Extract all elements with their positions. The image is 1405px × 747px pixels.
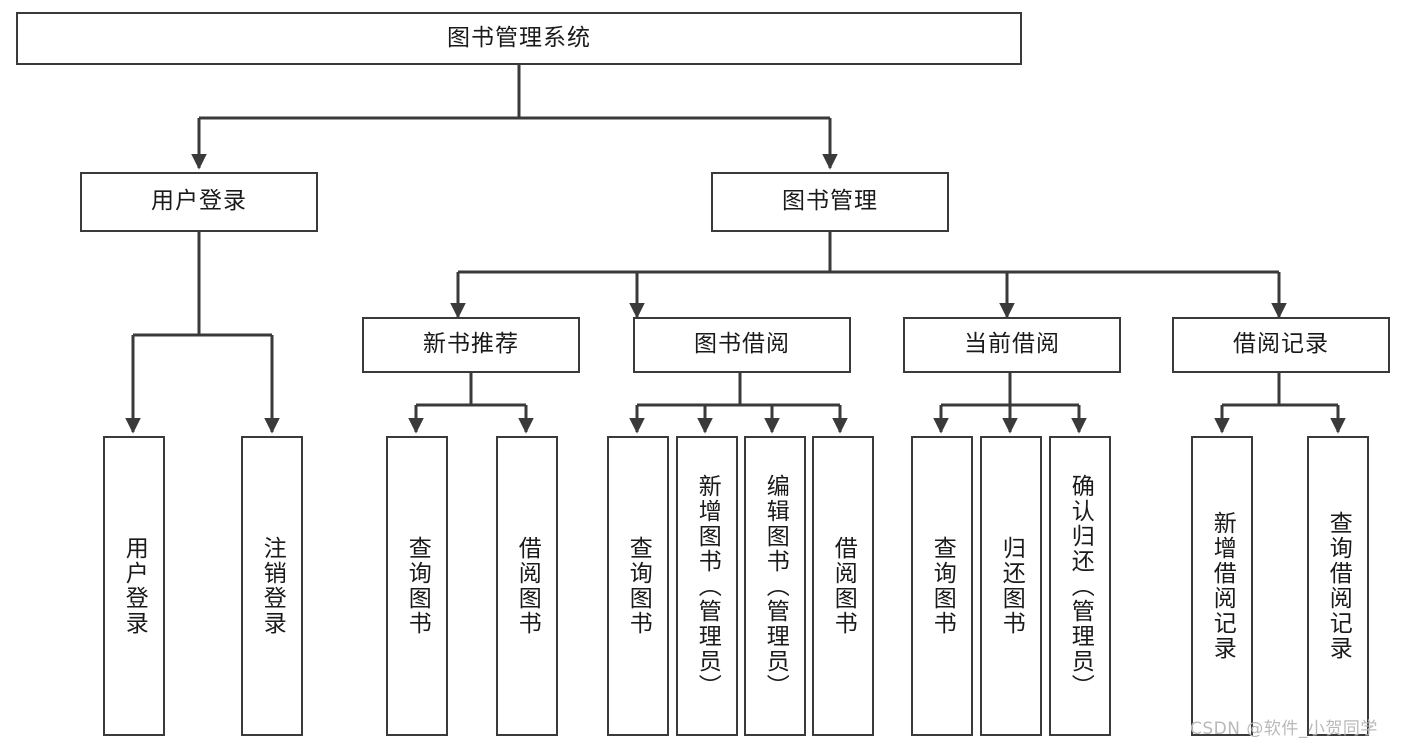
node-label: 新增借阅记录 bbox=[1209, 511, 1236, 661]
node-label: 查询图书 bbox=[404, 536, 431, 636]
node-leaf-borrow-book-1[interactable]: 借阅图书 bbox=[496, 436, 558, 736]
node-leaf-query-record[interactable]: 查询借阅记录 bbox=[1307, 436, 1369, 736]
node-leaf-borrow-book-2[interactable]: 借阅图书 bbox=[812, 436, 874, 736]
node-leaf-query-book-2[interactable]: 查询图书 bbox=[607, 436, 669, 736]
node-label: 当前借阅 bbox=[964, 331, 1060, 358]
node-label: 注销登录 bbox=[259, 536, 286, 636]
node-label: 图书管理 bbox=[782, 188, 878, 215]
node-label: 用户登录 bbox=[121, 536, 148, 636]
node-label: 图书借阅 bbox=[694, 331, 790, 358]
node-label: 查询借阅记录 bbox=[1325, 511, 1352, 661]
node-book-manage[interactable]: 图书管理 bbox=[711, 172, 949, 232]
node-leaf-confirm-return[interactable]: 确认归还（管理员） bbox=[1049, 436, 1111, 736]
node-label: 编辑图书（管理员） bbox=[762, 473, 789, 699]
node-label: 用户登录 bbox=[151, 188, 247, 215]
node-label: 查询图书 bbox=[625, 536, 652, 636]
node-root-book-management-system[interactable]: 图书管理系统 bbox=[16, 12, 1022, 65]
node-user-login[interactable]: 用户登录 bbox=[80, 172, 318, 232]
node-leaf-edit-book[interactable]: 编辑图书（管理员） bbox=[744, 436, 806, 736]
node-label: 借阅图书 bbox=[830, 536, 857, 636]
node-new-book-recommend[interactable]: 新书推荐 bbox=[362, 317, 580, 373]
node-label: 借阅图书 bbox=[514, 536, 541, 636]
node-label: 借阅记录 bbox=[1233, 331, 1329, 358]
node-label: 新书推荐 bbox=[423, 331, 519, 358]
node-current-borrow[interactable]: 当前借阅 bbox=[903, 317, 1121, 373]
node-book-borrow[interactable]: 图书借阅 bbox=[633, 317, 851, 373]
node-leaf-add-book[interactable]: 新增图书（管理员） bbox=[676, 436, 738, 736]
node-leaf-return-book[interactable]: 归还图书 bbox=[980, 436, 1042, 736]
node-label: 新增图书（管理员） bbox=[694, 473, 721, 699]
node-borrow-record[interactable]: 借阅记录 bbox=[1172, 317, 1390, 373]
node-leaf-query-book-1[interactable]: 查询图书 bbox=[386, 436, 448, 736]
node-label: 归还图书 bbox=[998, 536, 1025, 636]
node-label: 图书管理系统 bbox=[447, 24, 591, 51]
node-leaf-add-record[interactable]: 新增借阅记录 bbox=[1191, 436, 1253, 736]
node-label: 查询图书 bbox=[929, 536, 956, 636]
node-leaf-user-login[interactable]: 用户登录 bbox=[103, 436, 165, 736]
node-leaf-logout-login[interactable]: 注销登录 bbox=[241, 436, 303, 736]
node-leaf-query-book-3[interactable]: 查询图书 bbox=[911, 436, 973, 736]
node-label: 确认归还（管理员） bbox=[1067, 473, 1094, 699]
